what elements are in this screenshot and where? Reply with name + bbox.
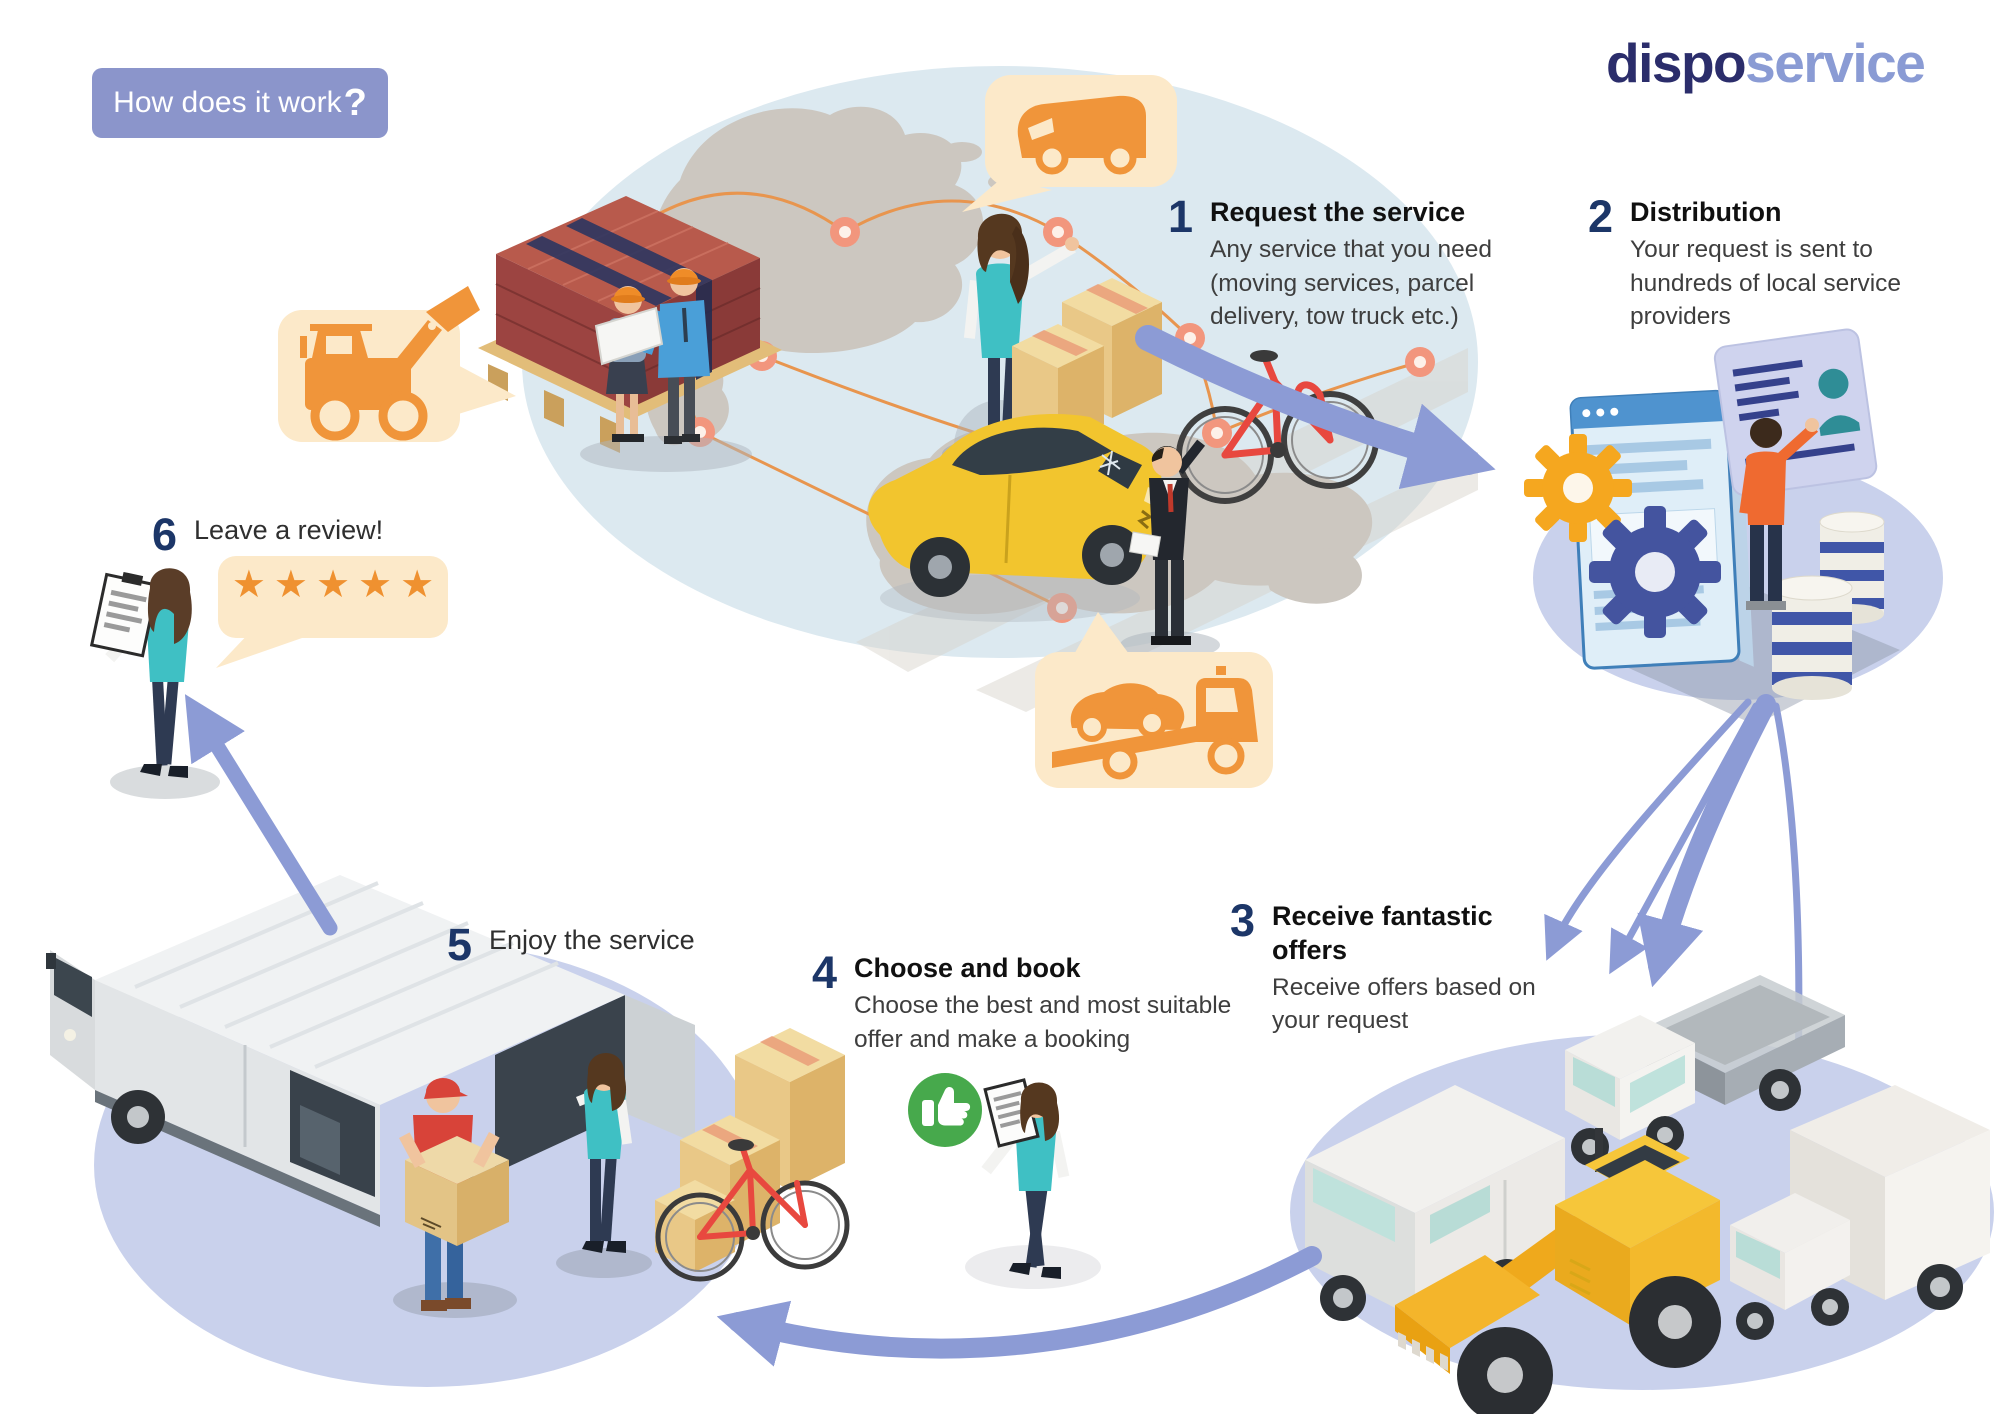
review-bubble: [216, 556, 448, 668]
choose-scene: [908, 1073, 1101, 1289]
van-speech-bubble: [962, 75, 1177, 212]
telehandler-icon: [300, 286, 480, 441]
map-scene: [478, 66, 1478, 712]
step-4-description: Choose the best and most suitable offer …: [854, 991, 1232, 1053]
gear-orange-icon: [1524, 434, 1632, 542]
brand-logo-dispo: dispo: [1606, 32, 1747, 94]
database-stack-front: [1771, 575, 1853, 700]
step-2: 2 Distribution Your request is sent to h…: [1588, 191, 1912, 334]
step-4-number: 4: [812, 947, 838, 998]
moving-van: [46, 875, 695, 1233]
step-2-title: Distribution: [1630, 197, 1782, 227]
damaged-car: [868, 414, 1162, 597]
step-6: 6 Leave a review!: [152, 509, 384, 560]
gear-blue-icon: [1589, 506, 1721, 638]
step-6-number: 6: [152, 509, 178, 560]
telehandler-speech-bubble: [278, 286, 516, 442]
profile-card: [1713, 328, 1878, 497]
step-1-title: Request the service: [1210, 197, 1466, 227]
step-3-title: Receive fantastic offers: [1272, 901, 1493, 965]
distribution-man: [1739, 418, 1819, 610]
step-4: 4 Choose and book Choose the best and mo…: [812, 947, 1236, 1056]
enjoy-scene: [46, 875, 850, 1387]
step-1: 1 Request the service Any service that y…: [1168, 191, 1510, 334]
step-3: 3 Receive fantastic offers Receive offer…: [1230, 895, 1552, 1038]
wheel-loader: [1395, 1128, 1721, 1414]
delivery-man: [393, 1078, 517, 1318]
step-2-description: Your request is sent to hundreds of loca…: [1630, 235, 1902, 331]
step-5: 5 Enjoy the service: [447, 919, 695, 970]
brand-logo-service: service: [1745, 32, 1926, 94]
step-1-description: Any service that you need (moving servic…: [1210, 235, 1492, 331]
flatbed-truck: [1565, 975, 1845, 1166]
thumbs-up-icon: [908, 1073, 982, 1147]
badge-question-mark: ?: [343, 82, 367, 124]
van-icon: [1017, 95, 1146, 175]
distribution-scene: [1524, 328, 1943, 725]
arrow-to-enjoy: [716, 1246, 1322, 1367]
how-it-works-badge: How does it work?: [92, 68, 388, 138]
five-star-rating: ★★★★★: [231, 564, 443, 606]
step-1-number: 1: [1168, 191, 1194, 242]
enjoy-woman: [556, 1053, 652, 1278]
tow-truck-icon: [1052, 666, 1258, 780]
box-truck: [1730, 1085, 1990, 1340]
step-6-title: Leave a review!: [194, 515, 384, 545]
step-3-description: Receive offers based on your request: [1272, 973, 1536, 1035]
step-2-number: 2: [1588, 191, 1614, 242]
leaning-bicycle: [655, 1139, 850, 1282]
construction-workers: [580, 268, 752, 472]
badge-text: How does it work: [113, 86, 342, 119]
review-scene: [89, 556, 448, 799]
brand-logo: disposervice: [1606, 36, 1926, 91]
choosing-woman: [965, 1078, 1101, 1289]
arrow-map-to-distribution: [1135, 325, 1496, 490]
offers-scene: [1290, 975, 1994, 1414]
review-woman: [89, 568, 220, 799]
step-5-number: 5: [447, 919, 473, 970]
tow-truck-speech-bubble: [1035, 612, 1273, 788]
step-3-number: 3: [1230, 895, 1256, 946]
step-5-title: Enjoy the service: [489, 925, 695, 955]
step-4-title: Choose and book: [854, 953, 1081, 983]
arrow-enjoy-to-review: [184, 694, 338, 936]
